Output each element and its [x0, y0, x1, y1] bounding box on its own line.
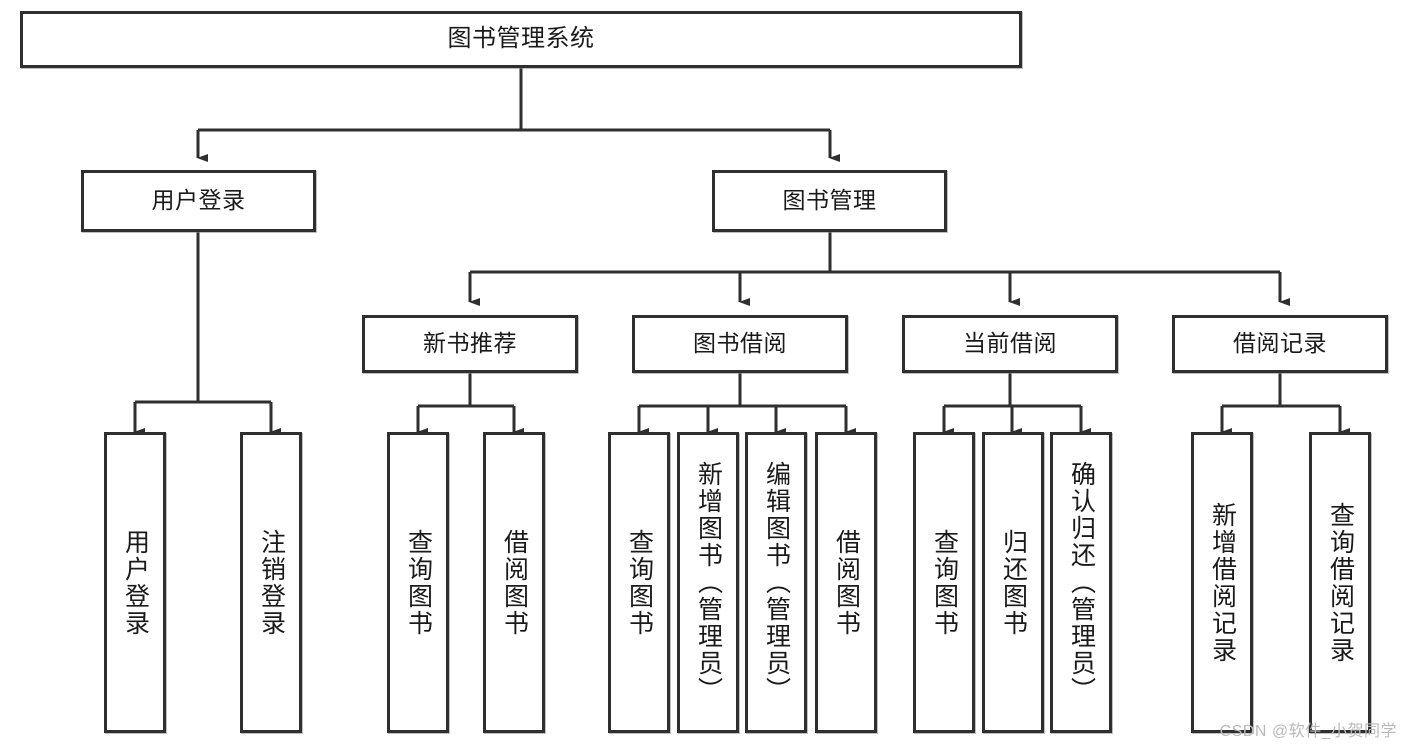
node-leaf-borrow-book-1[interactable]: 借阅图书 [483, 432, 545, 733]
node-user-login-label: 用户登录 [151, 187, 246, 214]
node-leaf-query-record[interactable]: 查询借阅记录 [1309, 432, 1371, 733]
node-new-book-recommend-label: 新书推荐 [423, 330, 517, 357]
node-leaf-confirm-return-label: 确认归还（管理员） [1067, 461, 1096, 704]
node-leaf-borrow-book-2[interactable]: 借阅图书 [815, 432, 877, 733]
node-book-borrow-label: 图书借阅 [693, 330, 787, 357]
node-leaf-borrow-book-1-label: 借阅图书 [500, 528, 529, 637]
node-leaf-add-book-label: 新增图书（管理员） [694, 461, 723, 704]
node-leaf-logout-login-label: 注销登录 [257, 528, 286, 637]
node-leaf-add-book[interactable]: 新增图书（管理员） [677, 432, 739, 733]
node-leaf-query-book-1-label: 查询图书 [404, 528, 433, 637]
node-leaf-add-record-label: 新增借阅记录 [1208, 501, 1237, 664]
node-leaf-add-record[interactable]: 新增借阅记录 [1191, 432, 1253, 733]
node-leaf-user-login[interactable]: 用户登录 [104, 432, 166, 733]
node-leaf-return-book[interactable]: 归还图书 [982, 432, 1044, 733]
node-leaf-query-record-label: 查询借阅记录 [1326, 501, 1355, 664]
node-leaf-borrow-book-2-label: 借阅图书 [832, 528, 861, 637]
node-current-borrow[interactable]: 当前借阅 [902, 315, 1118, 373]
node-leaf-query-book-2[interactable]: 查询图书 [608, 432, 670, 733]
node-leaf-user-login-label: 用户登录 [121, 528, 150, 637]
node-leaf-edit-book-label: 编辑图书（管理员） [762, 461, 791, 704]
node-leaf-return-book-label: 归还图书 [999, 528, 1028, 637]
node-current-borrow-label: 当前借阅 [963, 330, 1057, 357]
node-book-manage-label: 图书管理 [782, 187, 877, 214]
node-book-manage[interactable]: 图书管理 [712, 170, 947, 232]
node-leaf-confirm-return[interactable]: 确认归还（管理员） [1050, 432, 1112, 733]
node-new-book-recommend[interactable]: 新书推荐 [362, 315, 578, 373]
node-borrow-record[interactable]: 借阅记录 [1172, 315, 1388, 373]
node-leaf-query-book-2-label: 查询图书 [625, 528, 654, 637]
node-root-label: 图书管理系统 [447, 25, 595, 53]
node-user-login[interactable]: 用户登录 [81, 170, 316, 232]
node-book-borrow[interactable]: 图书借阅 [632, 315, 848, 373]
node-leaf-logout-login[interactable]: 注销登录 [240, 432, 302, 733]
node-leaf-query-book-3-label: 查询图书 [930, 528, 959, 637]
node-leaf-query-book-3[interactable]: 查询图书 [913, 432, 975, 733]
csdn-watermark: CSDN @软件_小贺同学 [1219, 723, 1397, 740]
node-root[interactable]: 图书管理系统 [20, 11, 1022, 68]
node-leaf-edit-book[interactable]: 编辑图书（管理员） [745, 432, 807, 733]
node-leaf-query-book-1[interactable]: 查询图书 [387, 432, 449, 733]
node-borrow-record-label: 借阅记录 [1233, 330, 1327, 357]
